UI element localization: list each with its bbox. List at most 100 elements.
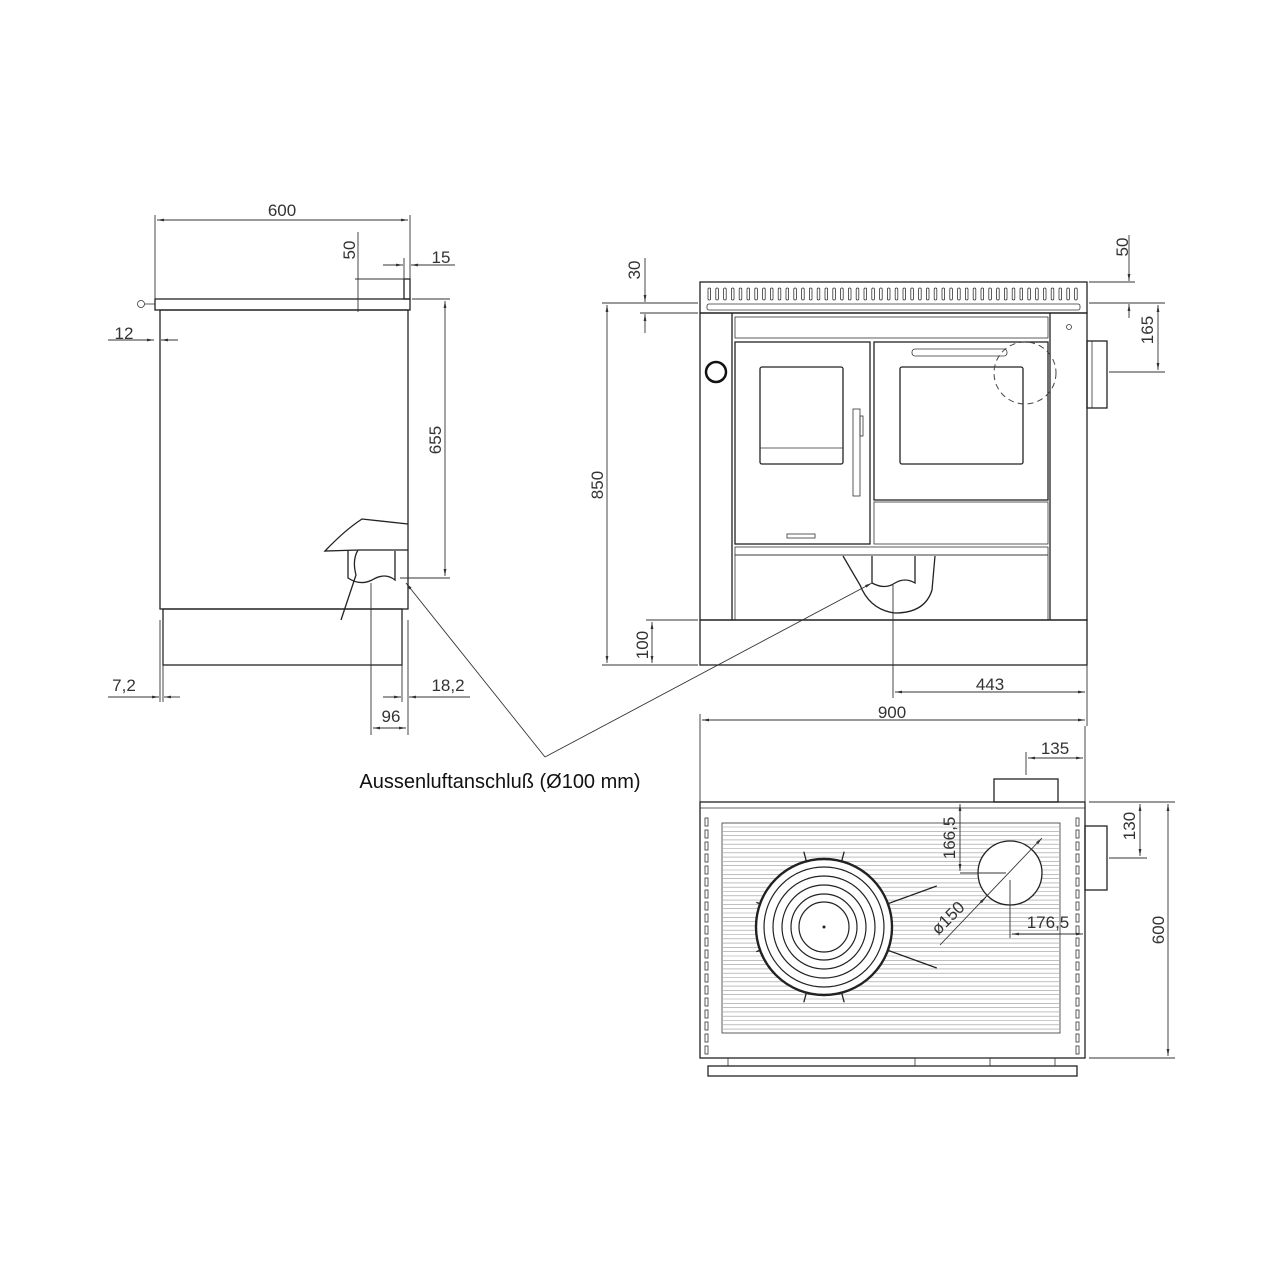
door-handle [852, 408, 861, 497]
oven-door [873, 341, 1049, 501]
top-side-vent-slots [704, 817, 1080, 1055]
side-slot [1075, 985, 1080, 995]
front-plinth [699, 619, 1088, 666]
side-air-inlet [347, 551, 396, 584]
dim-top-side-flue: 130 [1120, 812, 1139, 840]
hob-ring [798, 901, 850, 953]
spoke [840, 851, 845, 862]
dim-side-plinth-back: 18,2 [431, 676, 464, 695]
vent-slot [1066, 287, 1070, 301]
top-front-rail [707, 1065, 1078, 1077]
vent-slot [770, 287, 774, 301]
dim-front-plinth: 100 [633, 631, 652, 659]
side-slot [704, 1033, 709, 1043]
side-slot [1075, 841, 1080, 851]
front-top-panel [734, 316, 1049, 339]
vent-slot [972, 287, 977, 301]
side-slot [1075, 1033, 1080, 1043]
dim-side-air-center: 96 [382, 707, 401, 726]
side-flue-pipe [1086, 340, 1108, 409]
side-slot [1075, 853, 1080, 863]
side-slot [1075, 961, 1080, 971]
side-slot [1075, 865, 1080, 875]
side-slot [704, 913, 709, 923]
vent-slot [793, 287, 797, 301]
side-top-plate [154, 298, 411, 311]
vent-slot [707, 287, 711, 301]
side-slot [704, 877, 709, 887]
side-view: 600 50 15 12 655 7,2 18,2 96 [108, 201, 470, 735]
vent-slot [762, 287, 766, 301]
vent-slot [855, 287, 860, 301]
side-slot [1075, 829, 1080, 839]
front-view: 850 30 100 50 165 443 900 [588, 235, 1165, 802]
rear-flue-hidden [993, 341, 1057, 405]
vent-slot [926, 287, 930, 301]
vent-slot [887, 287, 891, 301]
side-slot [1075, 1009, 1080, 1019]
air-inlet-callout: Aussenluftanschluß (Ø100 mm) [359, 582, 873, 793]
side-slot [704, 949, 709, 959]
dim-side-width: 600 [268, 201, 296, 220]
side-slot [704, 853, 709, 863]
vent-slot [988, 287, 992, 301]
vent-slot [777, 287, 782, 301]
dim-front-air-center: 443 [976, 675, 1004, 694]
front-vent-slots [707, 287, 1078, 301]
front-small-knob [1066, 324, 1072, 330]
spoke [887, 949, 937, 969]
side-knob [137, 300, 145, 308]
oven-handle [911, 348, 1008, 357]
vent-slot [980, 287, 984, 301]
side-slot [1075, 973, 1080, 983]
vent-slot [738, 287, 743, 301]
side-slot [704, 1009, 709, 1019]
side-slot [1075, 889, 1080, 899]
dim-top-flue-diameter: ø150 [928, 898, 969, 939]
side-slot [704, 829, 709, 839]
side-back-tab [403, 278, 411, 300]
hob-ring [790, 893, 858, 961]
vent-slot [918, 287, 922, 301]
dim-top-flue-from-right: 135 [1041, 739, 1069, 758]
front-body [699, 312, 1088, 621]
vent-slot [840, 287, 844, 301]
firebox-door [734, 341, 871, 545]
vent-slot [1027, 287, 1031, 301]
side-slot [704, 817, 709, 827]
spoke [803, 851, 808, 862]
vent-slot [832, 287, 836, 301]
dim-top-flue-from-top: 166,5 [940, 817, 959, 860]
vent-slot [1058, 287, 1062, 301]
side-slot [704, 985, 709, 995]
spoke [840, 992, 845, 1003]
dim-side-front-offset: 12 [115, 324, 134, 343]
vent-slot [754, 287, 758, 301]
dim-top-depth: 600 [1149, 916, 1168, 944]
spoke [803, 992, 808, 1003]
top-side-flue-pipe [1084, 825, 1108, 891]
vent-slot [1074, 287, 1078, 301]
vent-slot [863, 287, 867, 301]
vent-slot [1043, 287, 1047, 301]
side-slot [1075, 1021, 1080, 1031]
air-regulator [786, 533, 816, 539]
firebox-window [759, 366, 844, 465]
hob-ring [781, 884, 867, 970]
dim-front-height: 850 [588, 471, 607, 499]
top-view: 135 130 600 166,5 ø150 176,5 [699, 726, 1175, 1077]
side-slot [704, 997, 709, 1007]
vent-slot [746, 287, 750, 301]
side-slot [704, 889, 709, 899]
vent-slot [879, 287, 883, 301]
vent-slot [723, 287, 727, 301]
side-slot [1075, 949, 1080, 959]
vent-slot [949, 287, 953, 301]
vent-slot [1019, 287, 1023, 301]
side-slot [1075, 913, 1080, 923]
vent-slot [902, 287, 906, 301]
side-slot [704, 937, 709, 947]
side-slot [704, 973, 709, 983]
side-slot [704, 1045, 709, 1055]
